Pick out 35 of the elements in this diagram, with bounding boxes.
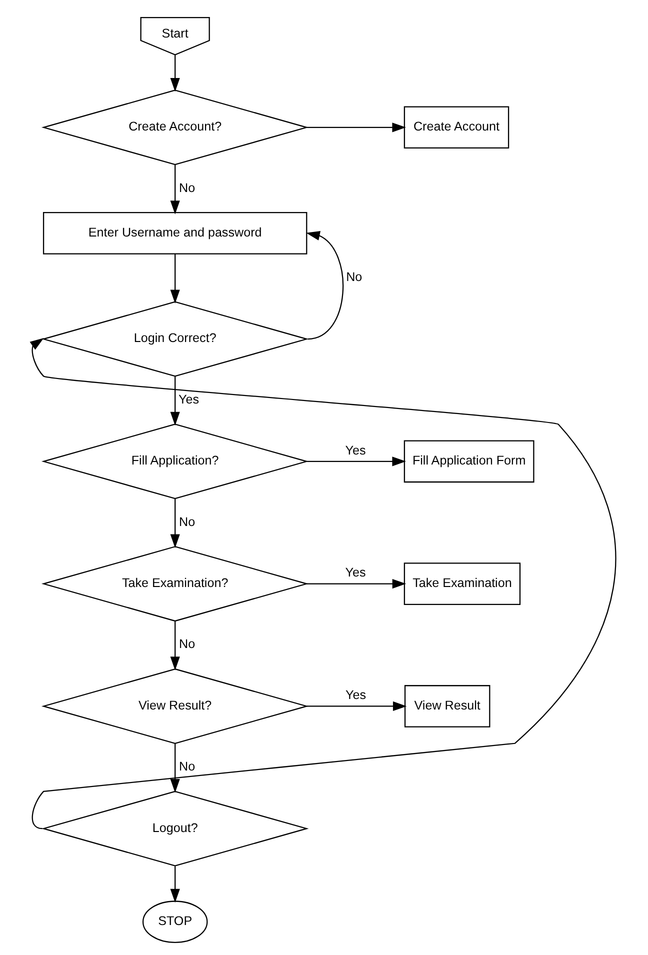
node-box: Fill Application Form <box>404 440 534 482</box>
arrow <box>306 578 406 588</box>
node-diamond: Logout? <box>41 790 309 866</box>
arrow <box>170 620 180 670</box>
arrow <box>30 338 616 829</box>
node-box: Enter Username and password <box>42 212 308 254</box>
arrow <box>170 498 180 548</box>
arrow <box>306 700 407 711</box>
node-box: View Result <box>404 684 490 727</box>
node-box: Take Examination <box>404 562 521 604</box>
arrow <box>170 164 180 214</box>
arrow <box>170 866 180 902</box>
edge-label: No <box>179 759 196 774</box>
node-diamond: Take Examination? <box>41 546 309 622</box>
arrow <box>170 54 180 92</box>
arrow <box>170 376 180 426</box>
arrow <box>307 122 406 132</box>
edge-label: No <box>179 180 196 194</box>
edge-label: Yes <box>345 442 366 457</box>
node-ellipse: STOP <box>142 900 208 942</box>
edge-label: Yes <box>345 565 366 580</box>
arrow <box>170 253 180 303</box>
node-diamond: Create Account? <box>41 89 309 165</box>
edge-label: Yes <box>346 688 366 702</box>
arrow <box>307 456 406 466</box>
node-diamond: View Result? <box>41 668 309 744</box>
node-diamond: Login Correct? <box>41 300 309 376</box>
edge-label: Yes <box>178 392 200 406</box>
arrow <box>170 742 180 792</box>
edge-label: No <box>346 270 362 284</box>
edge-label: No <box>179 636 196 651</box>
node-box: Create Account <box>404 106 510 148</box>
arrow <box>306 230 344 340</box>
edge-label: No <box>179 514 196 528</box>
node-diamond: Fill Application? <box>41 423 309 499</box>
